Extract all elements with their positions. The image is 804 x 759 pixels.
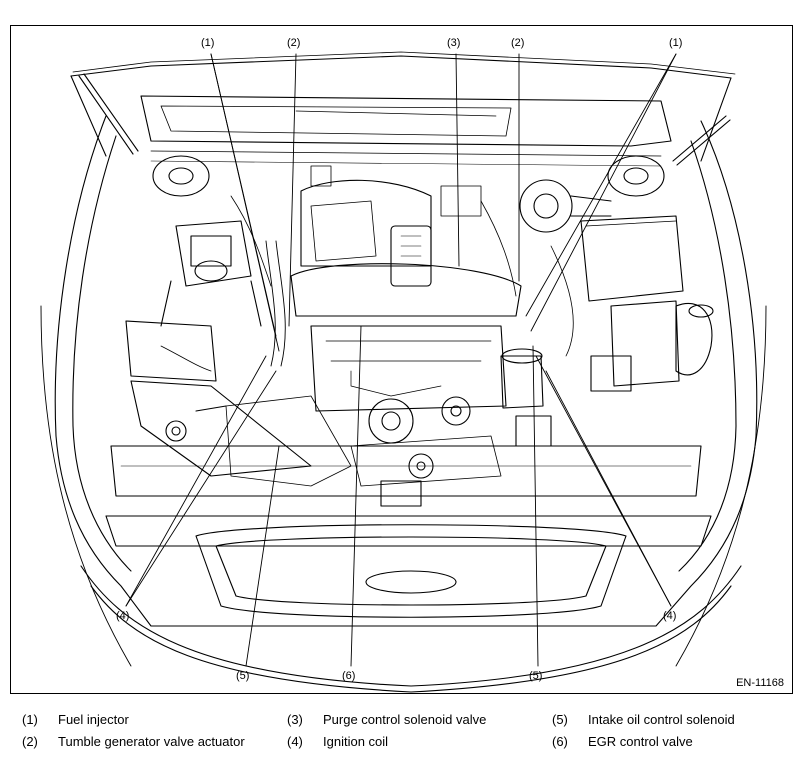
strut-towers — [152, 155, 665, 197]
air-cleaner — [125, 320, 352, 487]
bumper — [80, 565, 742, 693]
leader-lines — [125, 53, 677, 667]
body-outline — [40, 115, 767, 667]
legend-num: (5) — [552, 712, 568, 727]
cowl-panel — [140, 95, 672, 167]
intake-manifold — [265, 179, 522, 412]
callout-1-right: (1) — [669, 37, 683, 49]
engine-bay-diagram: (1) (2) (3) (2) (1) (4) (5) (6) (5) (4) … — [10, 25, 793, 694]
legend-num: (3) — [287, 712, 303, 727]
legend: (1) Fuel injector (2) Tumble generator v… — [0, 706, 804, 756]
leader-5-left — [245, 445, 280, 667]
leader-5-right — [532, 345, 539, 667]
legend-label: Fuel injector — [58, 712, 129, 727]
master-cylinder — [519, 179, 612, 233]
legend-num: (4) — [287, 734, 303, 749]
leader-4-right-b — [545, 370, 672, 607]
leader-4-left-b — [125, 370, 277, 607]
callout-5-right: (5) — [529, 670, 543, 682]
legend-label: Ignition coil — [323, 734, 389, 749]
front-accessories — [350, 396, 502, 507]
engine-bay-illustration — [40, 51, 767, 693]
legend-num: (2) — [22, 734, 38, 749]
legend-label: Intake oil control solenoid — [588, 712, 735, 727]
leader-1-right-b — [530, 53, 677, 332]
leader-2-left — [288, 53, 297, 327]
legend-num: (1) — [22, 712, 38, 727]
front-grille — [195, 524, 627, 618]
callout-4-left: (4) — [116, 610, 130, 622]
hood-struts — [78, 73, 731, 166]
legend-label: EGR control valve — [588, 734, 693, 749]
oil-filter — [500, 348, 552, 447]
legend-label: Tumble generator valve actuator — [58, 734, 245, 749]
legend-num: (6) — [552, 734, 568, 749]
callout-2-right: (2) — [511, 37, 525, 49]
callout-1-left: (1) — [201, 37, 215, 49]
fuse-box — [580, 215, 684, 392]
hoses — [160, 165, 574, 372]
callout-6: (6) — [342, 670, 356, 682]
coolant-reservoir — [675, 302, 714, 376]
callout-3: (3) — [447, 37, 461, 49]
figure-id: EN-11168 — [736, 677, 784, 689]
radiator-support — [105, 445, 712, 547]
hood-outline — [70, 51, 736, 162]
legend-label: Purge control solenoid valve — [323, 712, 487, 727]
callout-2-left: (2) — [287, 37, 301, 49]
leader-4-left-a — [125, 355, 267, 607]
abs-unit — [160, 220, 262, 327]
leader-6 — [350, 325, 362, 667]
leader-1-left-b — [210, 53, 280, 352]
leader-3 — [455, 53, 460, 267]
callout-5-left: (5) — [236, 670, 250, 682]
callout-4-right: (4) — [663, 610, 677, 622]
leader-1-right-a — [525, 53, 677, 317]
